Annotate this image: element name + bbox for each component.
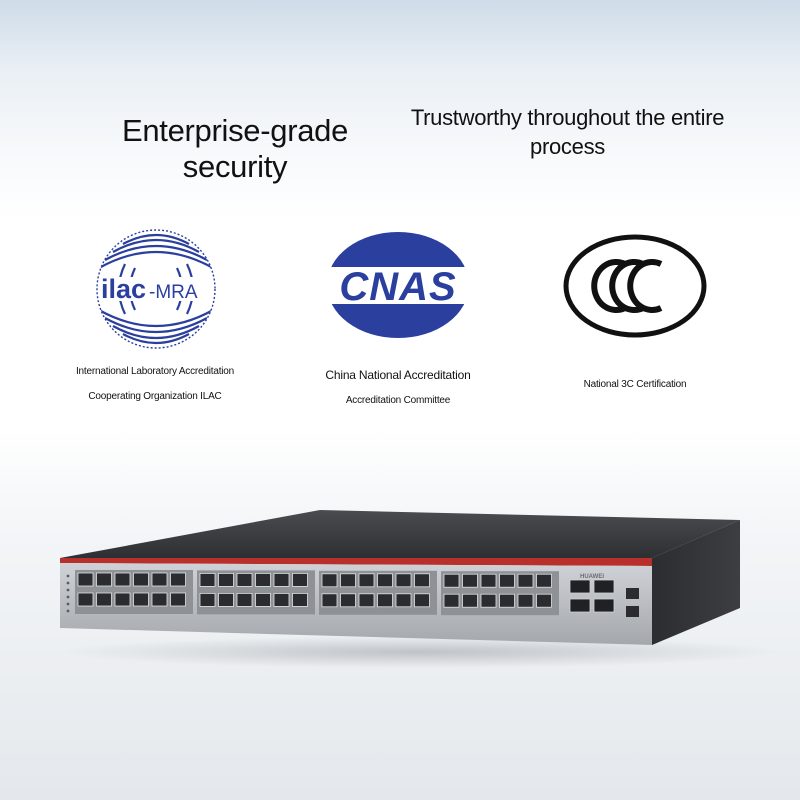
rj45-port (414, 593, 430, 608)
ccc-logo-icon (563, 234, 707, 338)
sfp-port (569, 579, 591, 594)
rj45-port (321, 573, 338, 588)
ilac-mra-logo-icon: ilac -MRA (96, 229, 216, 349)
rj45-port (340, 573, 356, 588)
rj45-port (292, 573, 308, 587)
rj45-port (133, 572, 149, 587)
switch-brand-label: HUAWEI (580, 574, 604, 580)
rj45-port (255, 573, 271, 587)
console-port (626, 606, 639, 617)
rj45-port (414, 573, 430, 588)
ccc-caption: National 3C Certification (555, 372, 715, 397)
status-led (66, 581, 70, 585)
cnas-caption-line1: China National Accreditation (325, 368, 471, 382)
rj45-port (77, 572, 94, 587)
ilac-mra-logo-text: -MRA (149, 282, 198, 303)
rj45-port (170, 572, 186, 587)
rj45-port (273, 573, 290, 587)
rj45-port (151, 592, 168, 607)
rj45-port (114, 572, 131, 587)
rj45-port (480, 573, 497, 588)
rj45-port (536, 573, 552, 588)
switch-red-stripe (60, 558, 652, 566)
status-led (66, 595, 70, 599)
cnas-logo-icon: CNAS (325, 232, 471, 338)
rj45-port (199, 573, 216, 587)
rj45-port (358, 593, 375, 608)
rj45-port (536, 593, 552, 608)
rj45-port (499, 573, 515, 588)
rj45-port (218, 573, 234, 587)
rj45-port (236, 593, 253, 607)
ilac-caption-line2: Cooperating Organization ILAC (88, 391, 222, 402)
rj45-port (517, 573, 534, 588)
rj45-port (499, 593, 515, 608)
rj45-port (151, 572, 168, 587)
rj45-port (480, 593, 497, 608)
status-led (66, 609, 70, 613)
headline-trustworthy-line1: Trustworthy throughout the entire (410, 105, 725, 130)
console-port (626, 588, 639, 599)
status-led (66, 588, 70, 592)
rj45-port (443, 593, 460, 608)
sfp-port (569, 598, 591, 613)
rj45-port (462, 593, 478, 608)
cnas-caption: China National Accreditation Accreditati… (300, 363, 496, 413)
ccc-caption-line1: National 3C Certification (583, 379, 687, 390)
rj45-port (292, 593, 308, 607)
sfp-port (593, 579, 615, 594)
rj45-port (377, 573, 393, 588)
status-led (66, 574, 70, 578)
rj45-port (96, 592, 112, 607)
status-led (66, 602, 70, 606)
rj45-port (321, 593, 338, 608)
ilac-logo-text: ilac (101, 274, 146, 304)
rj45-port (517, 593, 534, 608)
switch-port-area (66, 570, 639, 617)
ilac-caption-line1: International Laboratory Accreditation (75, 366, 235, 377)
rj45-port (377, 593, 393, 608)
rj45-port (255, 593, 271, 607)
rj45-port (133, 592, 149, 607)
rj45-port (358, 573, 375, 588)
rj45-port (77, 592, 94, 607)
rj45-port (199, 593, 216, 607)
sfp-port (593, 598, 615, 613)
rj45-port (462, 573, 478, 588)
network-switch-image: HUAWEI (60, 510, 780, 668)
rj45-port (395, 593, 412, 608)
rj45-port (218, 593, 234, 607)
headline-trustworthy: Trustworthy throughout the entire proces… (400, 103, 735, 161)
rj45-port (273, 593, 290, 607)
rj45-port (340, 593, 356, 608)
switch-top-surface (60, 510, 740, 558)
switch-side (652, 520, 740, 645)
rj45-port (96, 572, 112, 587)
headline-trustworthy-line2: process (530, 134, 605, 159)
ilac-caption: International Laboratory Accreditation C… (55, 359, 255, 409)
headline-enterprise-security: Enterprise-grade security (121, 113, 349, 184)
cnas-logo-text: CNAS (339, 265, 456, 309)
rj45-port (443, 573, 460, 588)
rj45-port (395, 573, 412, 588)
rj45-port (236, 573, 253, 587)
rj45-port (170, 592, 186, 607)
rj45-port (114, 592, 131, 607)
cnas-caption-line2: Accreditation Committee (345, 395, 451, 406)
